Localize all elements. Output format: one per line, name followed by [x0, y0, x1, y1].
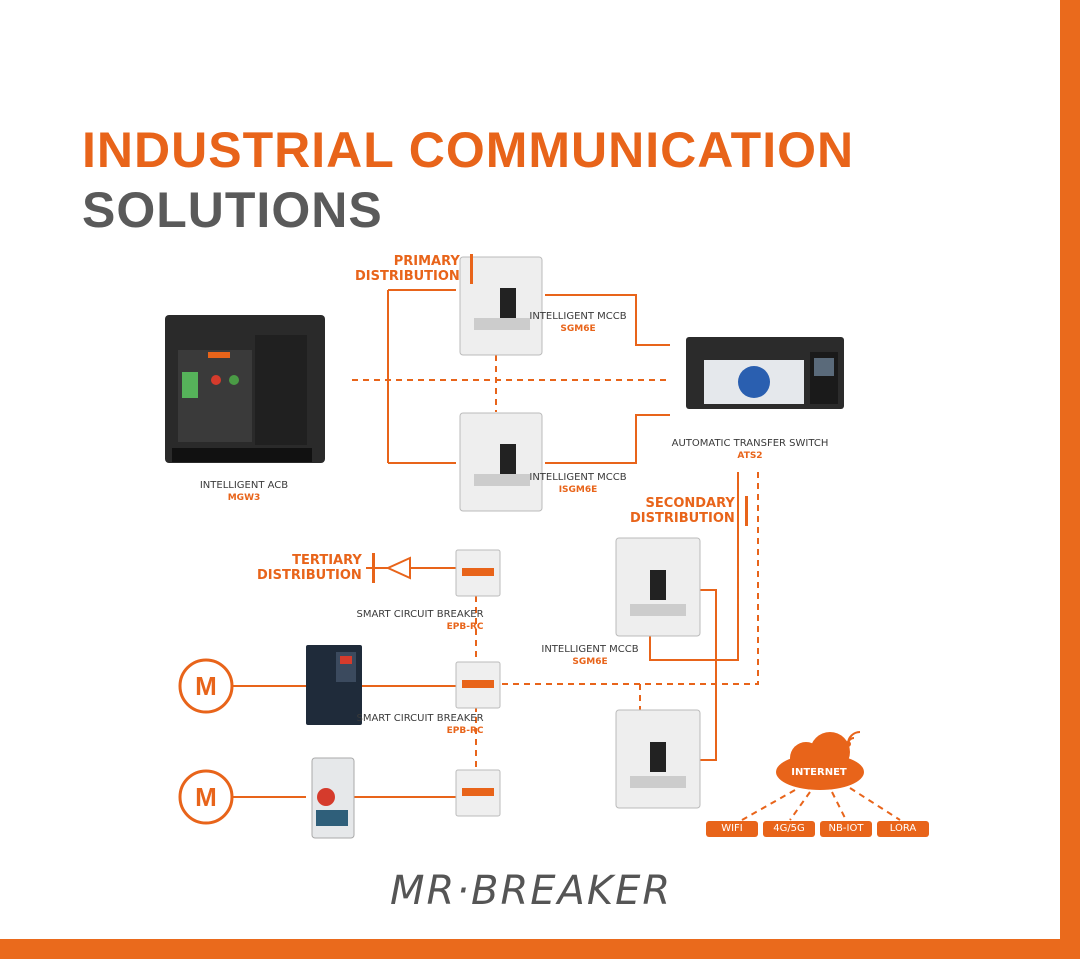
right-border [1060, 0, 1080, 959]
tertiary-arrow [385, 556, 411, 580]
internet-label: INTERNET [791, 767, 847, 778]
mccb1-device [459, 256, 543, 356]
motor-2: M [178, 769, 234, 825]
acb-device [165, 315, 325, 463]
bottom-border [0, 939, 1080, 959]
tech-wifi: WIFI [706, 821, 758, 837]
brand-logo: MR·BREAKER [390, 868, 673, 914]
starter-device [311, 757, 355, 839]
tech-4g5g: 4G/5G [763, 821, 815, 837]
motor-2-label: M [195, 782, 217, 812]
motor-1-label: M [195, 671, 217, 701]
mccb4-device [615, 709, 701, 809]
mccb1-ats-line [545, 294, 670, 346]
tech-nbiot: NB-IOT [820, 821, 872, 837]
vfd-device [306, 645, 362, 725]
mccb3-device [615, 537, 701, 637]
scb3-device [455, 769, 501, 817]
primary-bracket-line [387, 289, 456, 464]
ats-mccb3-line [649, 472, 739, 661]
ats-scb-comm-line [478, 472, 759, 685]
tech-lora: LORA [877, 821, 929, 837]
4g-link [789, 791, 811, 821]
ats-device [686, 337, 844, 409]
nbiot-link [831, 791, 847, 821]
wifi-link [741, 789, 796, 821]
scb2-device [455, 661, 501, 709]
title-line-1: INDUSTRIAL COMMUNICATION [82, 122, 855, 178]
mccb2-device [459, 412, 543, 512]
title-line-2: SOLUTIONS [82, 182, 383, 238]
wifi-signal-icon [845, 731, 861, 747]
mccb2-ats-line [545, 414, 670, 464]
motor-1: M [178, 658, 234, 714]
scb1-device [455, 549, 501, 597]
lora-link [849, 787, 901, 821]
mccb3-mccb4-line [700, 589, 717, 761]
cloud-icon [776, 732, 864, 790]
